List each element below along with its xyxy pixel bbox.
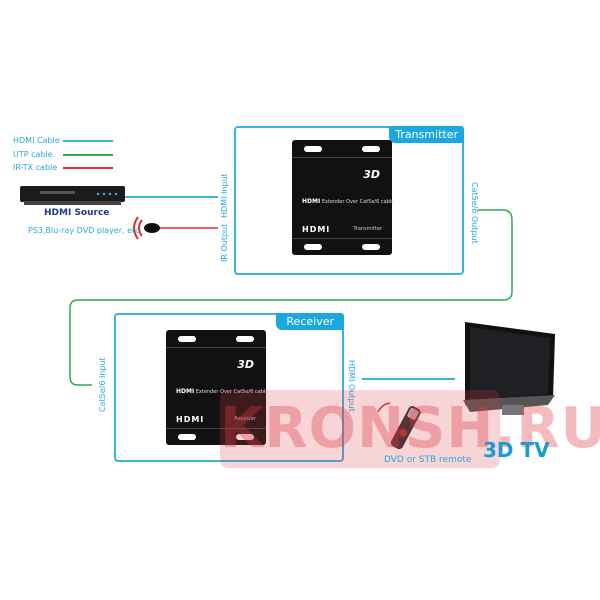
device-name: Receiver	[234, 416, 256, 422]
device-name: Transmitter	[353, 226, 382, 232]
receiver-device: 3D HDMI Extender Over Cat5e/6 cable HDMI…	[166, 330, 269, 445]
transmitter-device: 3D HDMI Extender Over Cat5e/6 cable HDMI…	[292, 140, 395, 255]
cat-output-label: Cat5e/6 Output	[470, 182, 479, 244]
hdmi-logo: HDMI	[176, 415, 205, 424]
ir-output-label: IR Output	[220, 223, 229, 262]
cat-input-label: Cat5e/6 Input	[98, 357, 107, 412]
3d-badge: 3D	[237, 358, 254, 371]
remote-label: DVD or STB remote	[384, 455, 472, 465]
tv-icon	[463, 322, 555, 415]
hdmi-input-label: HDMI Input	[220, 173, 229, 218]
source-subtitle: PS3,Blu-ray DVD player, etc.	[28, 226, 143, 235]
ir-emitter-icon	[133, 216, 160, 240]
device-desc: HDMI Extender Over Cat5e/6 cable	[302, 198, 395, 205]
utp-cable	[69, 209, 513, 386]
legend-hdmi-label: HDMI Cable	[13, 136, 60, 145]
dvd-player-icon	[20, 186, 125, 205]
device-desc: HDMI Extender Over Cat5e/6 cable	[176, 388, 269, 395]
tv-label: 3D TV	[483, 438, 550, 462]
receiver-tab: Receiver	[276, 313, 344, 330]
3d-badge: 3D	[363, 168, 380, 181]
receiver-box: Receiver	[114, 313, 344, 462]
legend-ir-label: IR-TX cable	[13, 163, 58, 172]
transmitter-tab: Transmitter	[389, 126, 464, 143]
source-title: HDMI Source	[44, 208, 110, 218]
transmitter-box: Transmitter	[234, 126, 464, 275]
hdmi-logo: HDMI	[302, 225, 331, 234]
remote-icon	[390, 406, 421, 450]
legend-utp-label: UTP cable	[13, 150, 53, 159]
